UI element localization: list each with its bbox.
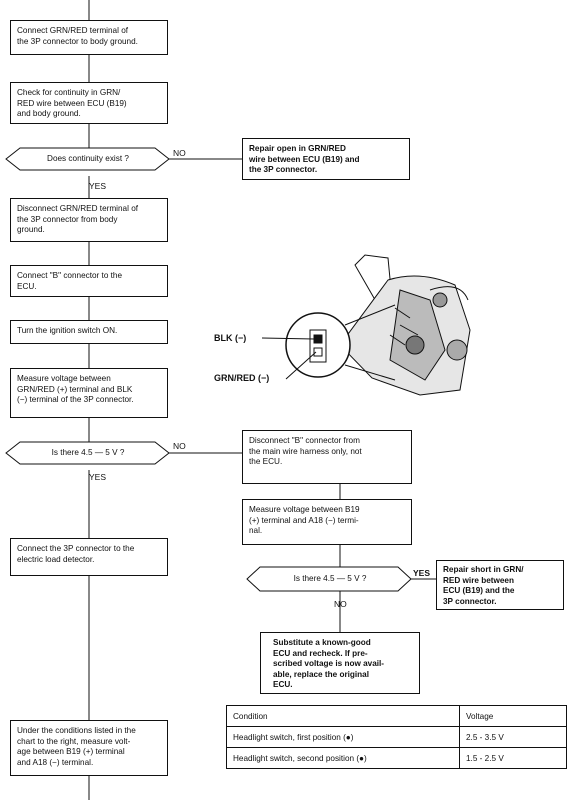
- voltage-cell: 2.5 - 3.5 V: [459, 726, 567, 748]
- column-header-voltage: Voltage: [459, 705, 567, 727]
- step-measure-b19-a18: Measure voltage between B19 (+) terminal…: [242, 499, 412, 545]
- step-check-continuity: Check for continuity in GRN/ RED wire be…: [10, 82, 168, 124]
- decision-voltage-2: Is there 4.5 — 5 V ?: [293, 574, 367, 583]
- blk-label: BLK (−): [214, 333, 247, 343]
- substitute-ecu-box: Substitute a known-good ECU and recheck.…: [260, 632, 420, 694]
- decision-continuity: Does continuity exist ?: [47, 154, 129, 163]
- decision-voltage-1: Is there 4.5 — 5 V ?: [51, 448, 125, 457]
- step-connect-3p: Connect the 3P connector to the electric…: [10, 538, 168, 576]
- condition-cell: Headlight switch, second position (●): [226, 747, 460, 769]
- no-label: NO: [173, 441, 186, 451]
- no-label: NO: [334, 599, 347, 609]
- yes-label: YES: [89, 472, 107, 482]
- step-connect-ground: Connect GRN/RED terminal of the 3P conne…: [10, 20, 168, 55]
- yes-label: YES: [413, 568, 431, 578]
- voltage-cell: 1.5 - 2.5 V: [459, 747, 567, 769]
- decision-shapes: [5, 147, 412, 592]
- condition-cell: Headlight switch, first position (●): [226, 726, 460, 748]
- grnred-label: GRN/RED (−): [214, 373, 270, 383]
- step-disconnect-ground: Disconnect GRN/RED terminal of the 3P co…: [10, 198, 168, 242]
- repair-short-box: Repair short in GRN/ RED wire between EC…: [436, 560, 564, 610]
- table-header-row: Condition Voltage: [226, 705, 567, 727]
- connector-figure: [261, 254, 471, 396]
- table-row: Headlight switch, second position (●) 1.…: [226, 747, 567, 769]
- column-header-condition: Condition: [226, 705, 460, 727]
- step-ignition-on: Turn the ignition switch ON.: [10, 320, 168, 344]
- yes-label: YES: [89, 181, 107, 191]
- repair-open-box: Repair open in GRN/RED wire between ECU …: [242, 138, 410, 180]
- step-disconnect-b: Disconnect "B" connector from the main w…: [242, 430, 412, 484]
- condition-table: Condition Voltage Headlight switch, firs…: [226, 705, 567, 769]
- no-label: NO: [173, 148, 186, 158]
- step-measure-b19: Under the conditions listed in the chart…: [10, 720, 168, 776]
- step-connect-b: Connect "B" connector to the ECU.: [10, 265, 168, 297]
- table-row: Headlight switch, first position (●) 2.5…: [226, 726, 567, 748]
- step-measure-voltage: Measure voltage between GRN/RED (+) term…: [10, 368, 168, 418]
